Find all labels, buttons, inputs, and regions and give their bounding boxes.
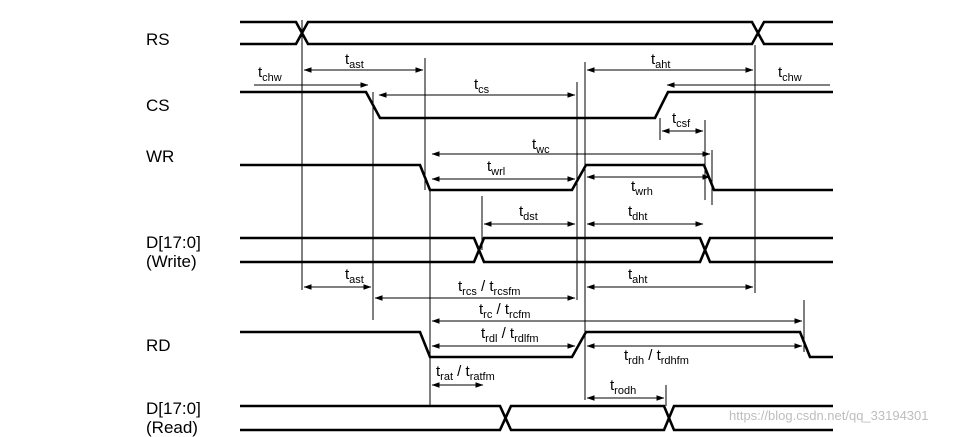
timing-labels: tast tchw tcs taht tchw tcsf twc twrl tw…	[258, 51, 802, 397]
label-tcsf: tcsf	[672, 110, 691, 130]
label-tdht: tdht	[628, 203, 647, 223]
label-tcs: tcs	[474, 76, 490, 96]
waveform-rd	[240, 330, 833, 359]
signal-label-data-write-mode: (Write)	[146, 252, 197, 271]
timing-arrows	[254, 67, 830, 401]
label-trat: trat / tratfm	[436, 363, 495, 383]
label-twc: twc	[532, 136, 550, 156]
label-twrl: twrl	[487, 158, 505, 178]
signal-label-data-read-mode: (Read)	[146, 418, 198, 437]
signal-label-rd: RD	[146, 336, 171, 355]
label-tast-1: tast	[345, 51, 364, 71]
signal-label-data-write: D[17:0]	[146, 233, 201, 252]
signal-label-wr: WR	[146, 147, 174, 166]
guide-lines	[301, 20, 805, 406]
signal-label-rs: RS	[146, 30, 170, 49]
label-trcs: trcs / trcsfm	[458, 278, 520, 298]
waveform-data-read	[240, 404, 833, 432]
label-tchw-2: tchw	[778, 64, 802, 84]
waveforms	[240, 20, 833, 432]
signal-label-cs: CS	[146, 96, 170, 115]
watermark-text: https://blog.csdn.net/qq_33194301	[729, 408, 929, 423]
label-tdst: tdst	[519, 203, 538, 223]
label-tchw-1: tchw	[258, 64, 282, 84]
label-trc: trc / trcfm	[479, 301, 530, 321]
waveform-rs	[240, 20, 833, 46]
label-taht-2: taht	[628, 266, 647, 286]
label-taht-1: taht	[651, 51, 670, 71]
label-twrh: twrh	[631, 178, 653, 198]
signal-label-data-read: D[17:0]	[146, 399, 201, 418]
label-tast-2: tast	[345, 266, 364, 286]
waveform-wr	[240, 163, 833, 192]
signal-labels: RS CS WR D[17:0] (Write) RD D[17:0] (Rea…	[146, 30, 201, 437]
label-trdh: trdh / trdhfm	[624, 347, 689, 367]
label-trodh: trodh	[610, 377, 636, 397]
label-trdl: trdl / trdlfm	[481, 325, 539, 345]
waveform-data-write	[240, 236, 833, 264]
waveform-cs	[240, 90, 833, 120]
